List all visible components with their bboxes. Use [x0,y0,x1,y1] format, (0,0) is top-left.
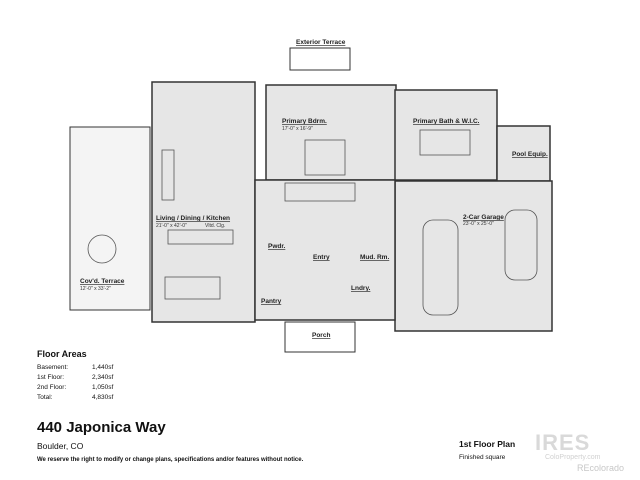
plan-title: 1st Floor Plan [459,439,516,449]
dims-garage: 23'-0" x 25'-0" [463,221,494,227]
label-porch: Porch [312,332,330,339]
center-hall [254,179,396,321]
ires-watermark-logo: IRES ColoProperty.com REcolorado [535,430,625,473]
car-2 [504,209,538,281]
garage [394,180,553,332]
disclaimer: We reserve the right to modify or change… [37,457,304,463]
note-vaulted-ceiling: Vltd. Clg. [205,223,225,229]
floor-area-row: 1st Floor:2,340sf [37,374,114,381]
city-label: Boulder, CO [37,441,84,451]
dims-living: 21'-0" x 42'-0" [156,223,187,229]
plan-subtitle: Finished square [459,454,506,461]
label-entry: Entry [313,254,330,261]
label-mud-room: Mud. Rm. [360,254,389,261]
kitchen-island [164,276,221,300]
address-title: 440 Japonica Way [37,419,166,436]
label-primary-bedroom: Primary Bdrm. [282,118,327,125]
floor-area-row: 2nd Floor:1,050sf [37,384,114,391]
floor-areas-title: Floor Areas [37,349,87,359]
label-pool-equip: Pool Equip. [512,151,548,158]
car-1 [422,219,459,316]
label-primary-bath: Primary Bath & W.I.C. [413,118,480,125]
covered-terrace [69,126,151,311]
tub [419,129,471,156]
label-powder: Pwdr. [268,243,286,250]
porch [284,321,356,353]
floor-area-row: Total:4,830sf [37,394,114,401]
primary-bedroom [265,84,397,181]
label-pantry: Pantry [261,298,282,305]
terrace-table [87,234,117,264]
dims-covered-terrace: 12'-0" x 33'-2" [80,286,111,292]
bed [304,139,346,176]
label-garage: 2-Car Garage [463,214,504,221]
floor-area-row: Basement:1,440sf [37,364,114,371]
label-covered-terrace: Cov'd. Terrace [80,278,125,285]
primary-bath [394,89,498,181]
label-laundry: Lndry. [351,285,371,292]
dims-primary-bedroom: 17'-0" x 16'-9" [282,126,313,132]
label-exterior-terrace: Exterior Terrace [296,39,346,46]
sofa [161,149,175,201]
label-living: Living / Dining / Kitchen [156,215,230,222]
stairs [284,182,356,202]
exterior-terrace [289,47,351,71]
dining-table [167,229,234,245]
living-room [151,81,256,323]
pool-equipment [496,125,551,182]
